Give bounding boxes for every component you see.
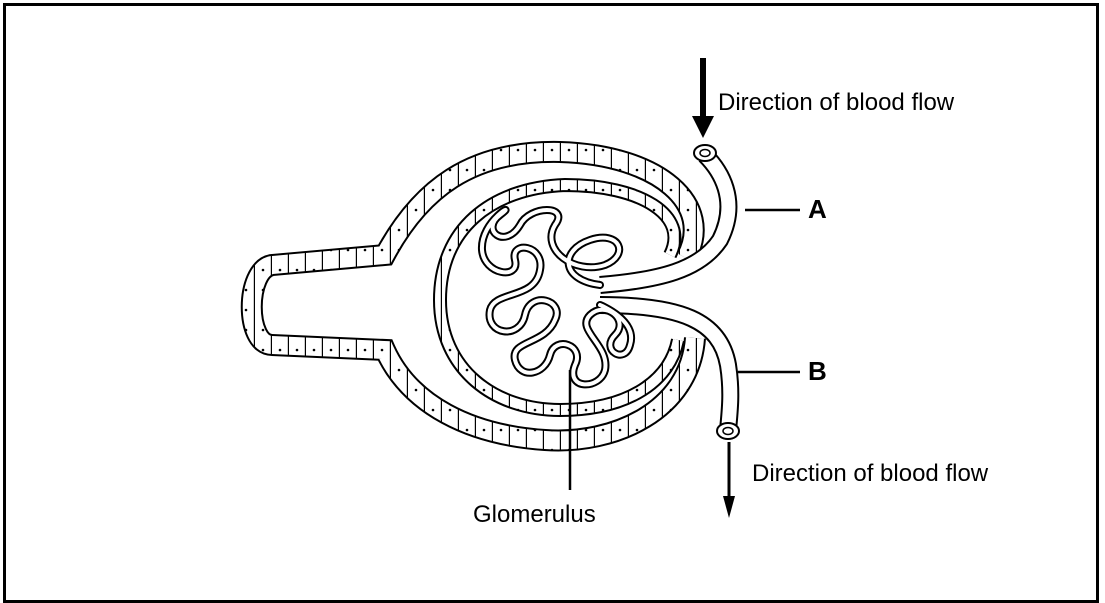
vessel-b-label: B	[808, 358, 827, 384]
flow-out-label: Direction of blood flow	[752, 462, 988, 486]
vessel-a-label: A	[808, 196, 827, 222]
glomerulus-label: Glomerulus	[473, 503, 596, 527]
flow-in-label: Direction of blood flow	[718, 91, 954, 115]
flow-in-arrow-icon	[692, 58, 714, 138]
flow-out-arrow-icon	[723, 442, 735, 518]
